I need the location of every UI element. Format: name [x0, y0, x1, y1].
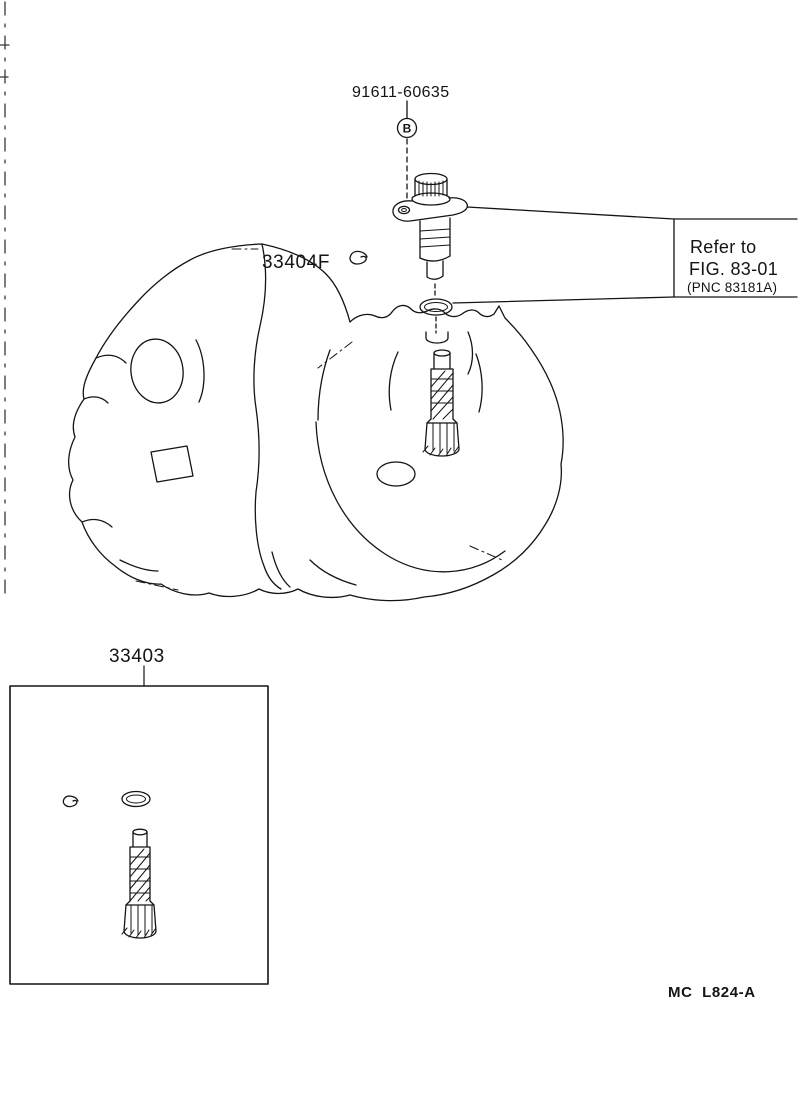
sensor-tip	[426, 260, 444, 280]
flange-bolt-hole	[397, 205, 411, 215]
bolt-callout: 91611-60635 B	[352, 84, 450, 199]
kit-box	[9, 685, 269, 985]
kit-contents	[62, 790, 157, 939]
speed-sensor-drawing	[392, 172, 469, 280]
transmission-housing-drawing	[68, 243, 564, 602]
bolt-marker-letter: B	[403, 122, 412, 136]
kit-driven-gear-drawing	[121, 828, 157, 939]
kit-part-label: 33403	[109, 646, 165, 667]
refer-callout: Refer to FIG. 83-01 (PNC 83181A)	[452, 206, 798, 304]
page-edge-marks	[0, 1, 10, 599]
sensor-flange	[392, 197, 469, 222]
refer-bracket-lines	[452, 206, 798, 304]
center-lines	[135, 248, 503, 591]
housing-bore-hole	[130, 338, 184, 404]
kit-callout: 33403	[9, 646, 269, 985]
clip-callout: 33404F	[262, 250, 368, 273]
o-ring-drawing	[419, 283, 453, 334]
housing-outline	[68, 243, 564, 602]
refer-line1-label: Refer to	[690, 237, 756, 257]
e-clip-drawing	[349, 250, 368, 265]
kit-o-ring-drawing	[121, 790, 151, 808]
clip-part-label: 33404F	[262, 252, 330, 273]
housing-seam	[253, 243, 282, 590]
speedometer-driven-gear-drawing	[422, 349, 460, 457]
sensor-collar	[411, 192, 451, 206]
doc-code-label: MC L824-A	[668, 984, 756, 1001]
refer-line3-label: (PNC 83181A)	[687, 280, 777, 295]
part-number-sensor-bolt-label: 91611-60635	[352, 84, 450, 101]
housing-pad	[150, 445, 194, 483]
refer-line2-label: FIG. 83-01	[689, 259, 778, 279]
bolt-marker-circle	[396, 117, 418, 139]
kit-e-clip-drawing	[62, 795, 79, 808]
sensor-opening	[425, 331, 449, 344]
